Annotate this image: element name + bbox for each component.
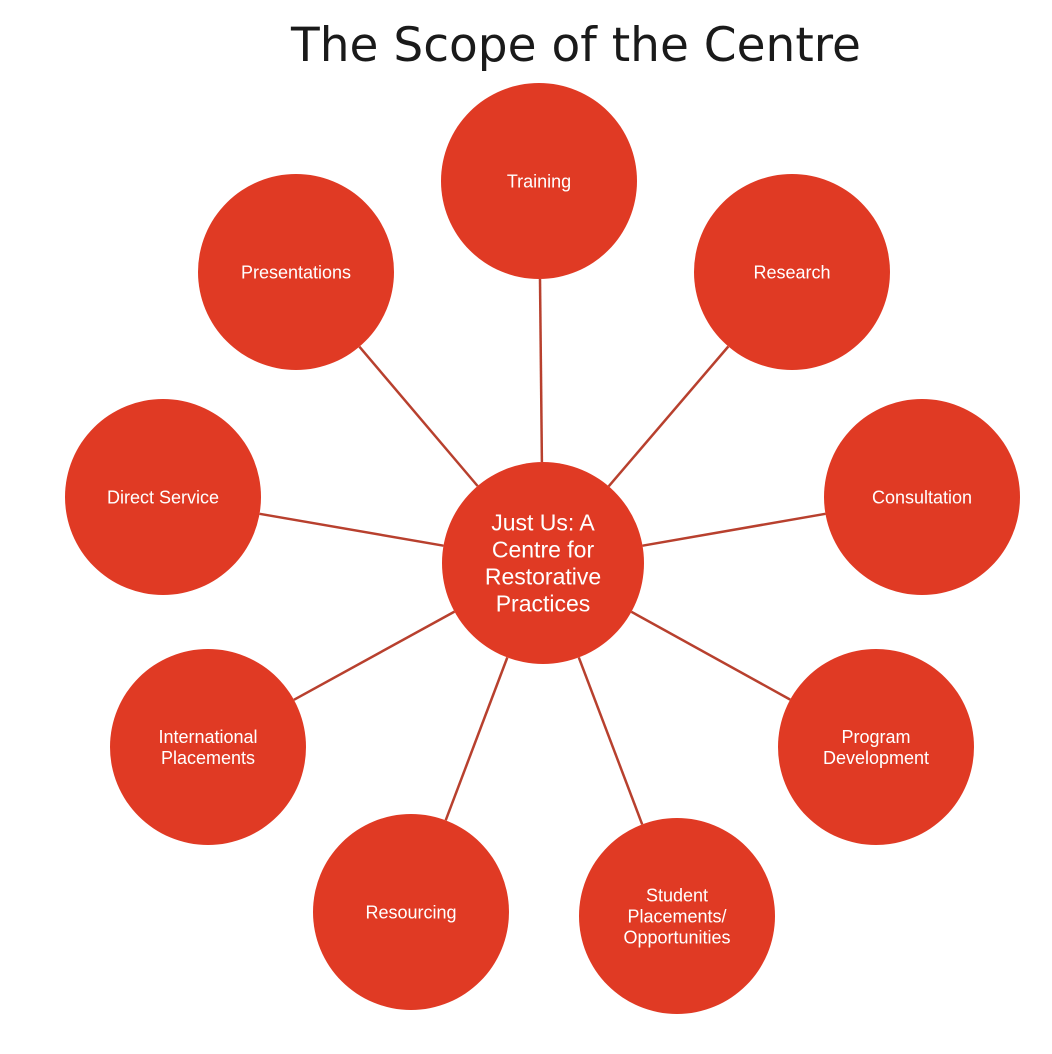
connector-research xyxy=(607,345,730,488)
node-direct-service: Direct Service xyxy=(65,399,261,595)
connector-program-development xyxy=(630,610,791,701)
node-label-student-placements-line: Opportunities xyxy=(623,927,730,947)
node-label-research-line: Research xyxy=(753,262,830,282)
node-label-training-line: Training xyxy=(507,171,571,191)
node-label-presentations-line: Presentations xyxy=(241,262,351,282)
node-label-training: Training xyxy=(507,171,571,191)
node-label-program-development-line: Development xyxy=(823,748,929,768)
center-node-label-line: Centre for xyxy=(492,537,595,563)
connector-consultation xyxy=(642,512,826,547)
node-label-direct-service: Direct Service xyxy=(107,487,219,507)
node-circle-resourcing xyxy=(313,814,509,1010)
connector-student-placements xyxy=(577,656,644,825)
connector-direct-service xyxy=(259,512,444,547)
node-label-direct-service-line: Direct Service xyxy=(107,487,219,507)
node-circle-program-development xyxy=(778,649,974,845)
connector-international-placements xyxy=(293,610,456,701)
center-node-circle xyxy=(442,462,644,664)
node-label-program-development-line: Program xyxy=(841,727,910,747)
node-label-student-placements-line: Placements/ xyxy=(627,906,726,926)
connector-resourcing xyxy=(444,657,509,821)
node-circle-consultation xyxy=(824,399,1020,595)
node-label-international-placements-line: Placements xyxy=(161,748,255,768)
node-circle-training xyxy=(441,83,637,279)
node-label-research: Research xyxy=(753,262,830,282)
node-circle-research xyxy=(694,174,890,370)
node-resourcing: Resourcing xyxy=(313,814,509,1010)
node-circle-direct-service xyxy=(65,399,261,595)
node-circle-student-placements xyxy=(579,818,775,1014)
connector-presentations xyxy=(358,345,479,487)
center-node-label-line: Just Us: A xyxy=(491,510,595,536)
node-label-resourcing-line: Resourcing xyxy=(365,902,456,922)
diagram-title: The Scope of the Centre xyxy=(291,18,861,73)
center-node-label-line: Practices xyxy=(496,591,591,617)
node-label-international-placements-line: International xyxy=(158,727,257,747)
node-label-consultation-line: Consultation xyxy=(872,487,972,507)
node-circle-presentations xyxy=(198,174,394,370)
node-presentations: Presentations xyxy=(198,174,394,370)
node-research: Research xyxy=(694,174,890,370)
center-node-label-line: Restorative xyxy=(485,564,601,590)
node-training: Training xyxy=(441,83,637,279)
node-circle-international-placements xyxy=(110,649,306,845)
connector-training xyxy=(538,278,544,463)
node-consultation: Consultation xyxy=(824,399,1020,595)
node-label-presentations: Presentations xyxy=(241,262,351,282)
node-label-resourcing: Resourcing xyxy=(365,902,456,922)
node-label-consultation: Consultation xyxy=(872,487,972,507)
connectors xyxy=(259,278,826,825)
node-label-student-placements-line: Student xyxy=(646,885,708,905)
